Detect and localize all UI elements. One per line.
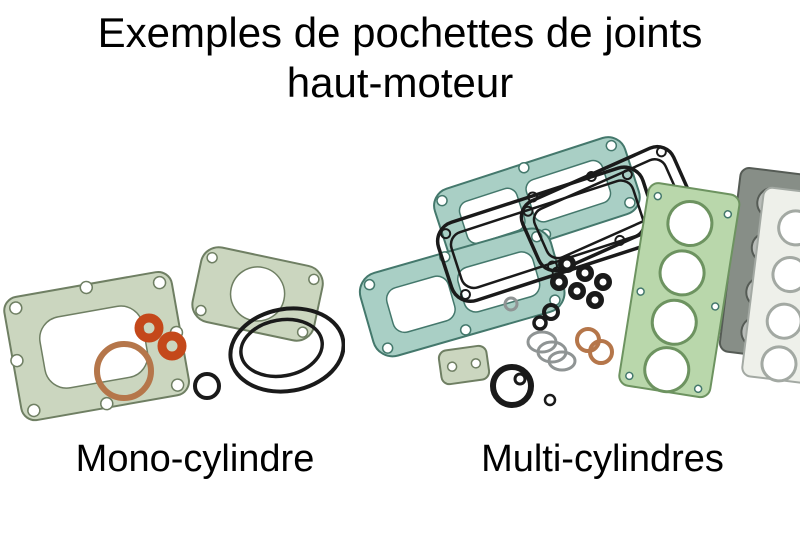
mono-cylinder-label: Mono-cylindre <box>75 438 315 480</box>
tiny-o-ring <box>543 393 557 407</box>
multi-cylinder-gaskets-photo <box>358 136 800 408</box>
cylinder-head-gasket <box>191 246 324 342</box>
four-cylinder-head-gasket <box>618 182 741 399</box>
valve-cover-gasket-right <box>519 144 693 273</box>
exhaust-gasket-rings <box>134 313 187 361</box>
copper-washers <box>575 327 614 365</box>
multi-cylinder-label: Multi-cylindres <box>481 438 724 480</box>
small-o-rings <box>503 296 560 331</box>
steel-shim-rings <box>526 330 577 372</box>
title-line-2: haut-moteur <box>286 58 514 106</box>
title-line-1: Exemples de pochettes de joints <box>97 9 703 56</box>
white-head-gasket <box>741 186 800 385</box>
o-ring-small <box>193 372 221 400</box>
o-rings-large <box>228 306 345 394</box>
valve-stem-seals <box>550 255 612 309</box>
oil-seal <box>490 364 534 408</box>
copper-washer <box>94 341 154 401</box>
mono-cylinder-gaskets-photo <box>3 246 345 422</box>
small-rect-gasket <box>437 344 491 386</box>
